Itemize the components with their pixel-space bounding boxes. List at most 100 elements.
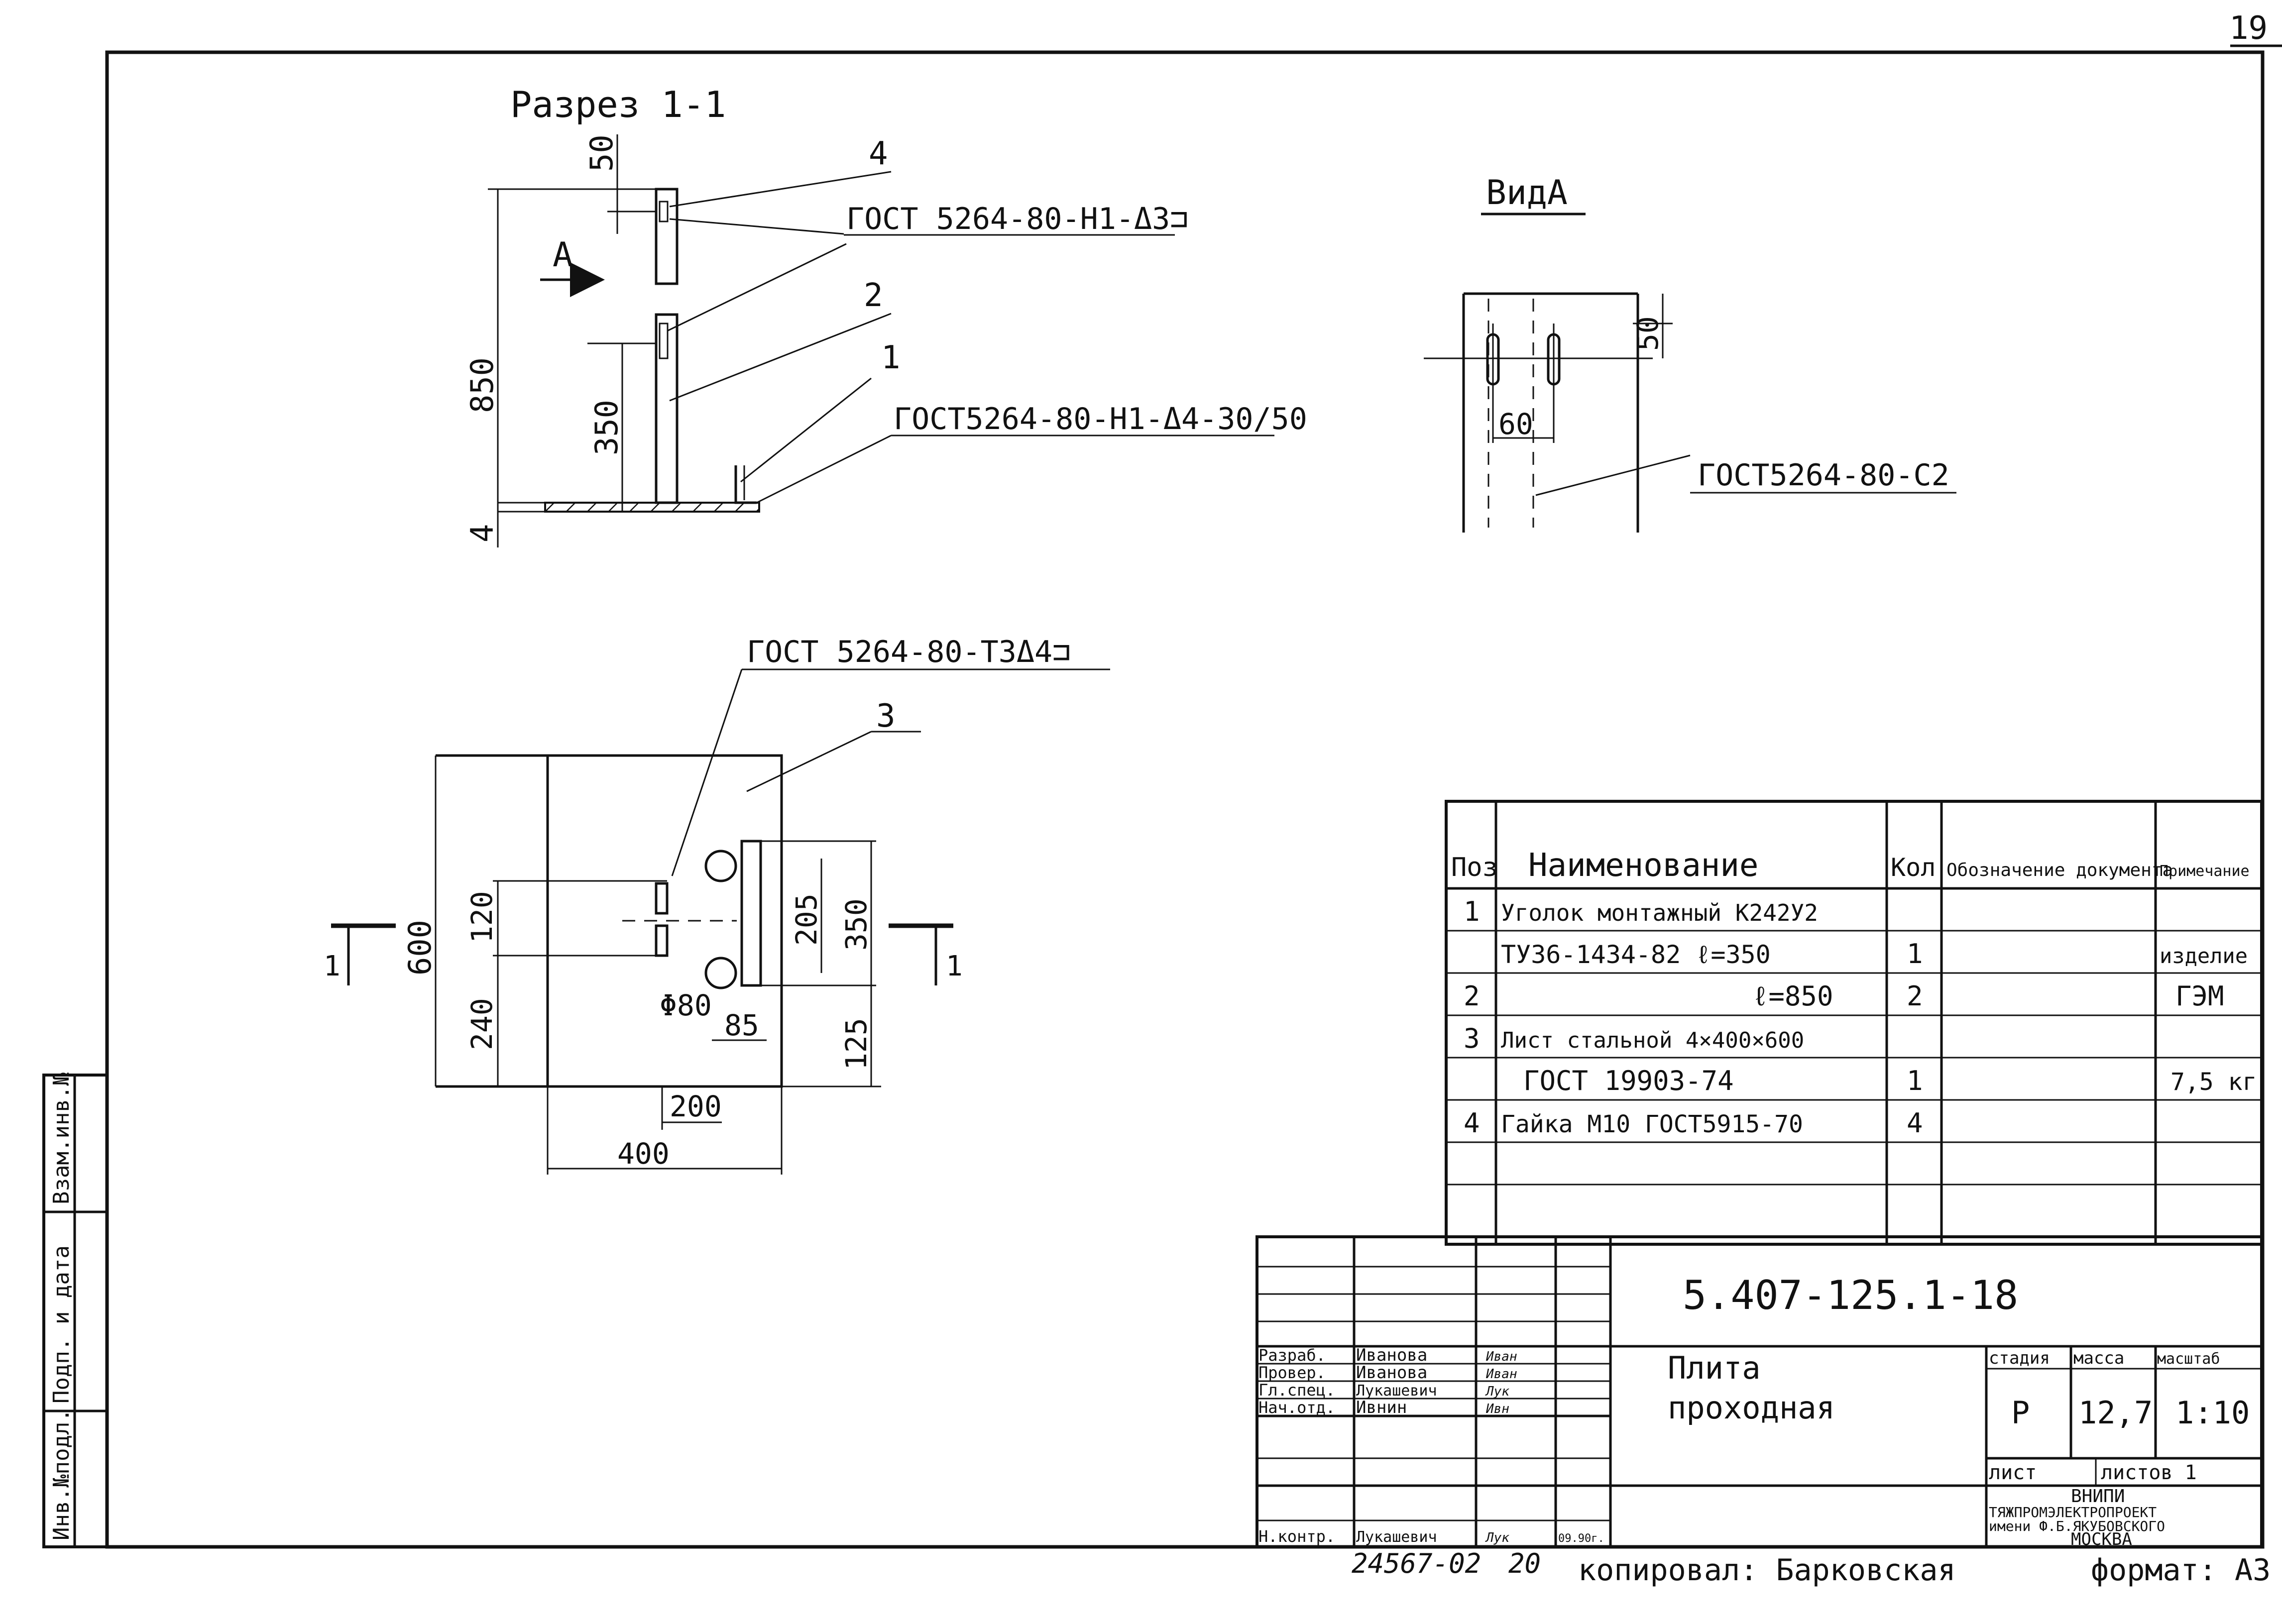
inventory-suffix: 20	[1508, 1548, 1541, 1579]
stamp-podp-data: Подп. и дата	[49, 1245, 74, 1404]
role-2-name: Лукашевич	[1356, 1382, 1437, 1400]
org-line-1: ВНИПИ	[2071, 1486, 2125, 1507]
pos-label-4: 4	[869, 135, 888, 172]
weld-top-label: ГОСТ 5264-80-Н1-Δ3⊐	[846, 202, 1188, 236]
dim-850: 850	[464, 357, 500, 413]
title-block: 5.407-125.1-18 Разраб. Иванова Иван Пров…	[1255, 1235, 2263, 1549]
scale-value: 1:10	[2175, 1395, 2250, 1431]
stamp-inv-podl: Инв.№подл.	[49, 1408, 74, 1540]
spec-cell: 4	[1464, 1107, 1480, 1139]
role-0-name: Иванова	[1356, 1345, 1427, 1365]
format-label: формат: А3	[2091, 1553, 2271, 1588]
doc-name-line1: Плита	[1668, 1350, 1761, 1386]
dim-350: 350	[588, 400, 625, 455]
view-dim-60: 60	[1498, 407, 1533, 441]
spec-header-qty: Кол	[1891, 853, 1936, 882]
spec-cell: 1	[1907, 1065, 1923, 1096]
plan-dim-205: 205	[790, 893, 823, 946]
role-3-sign: Ивн	[1485, 1402, 1509, 1416]
spec-cell: Гайка М10 ГОСТ5915-70	[1501, 1110, 1803, 1138]
weld-mid-label: ГОСТ5264-80-Н1-Δ4-30/50	[894, 402, 1307, 436]
table-row: ТУ36-1434-82 ℓ=350 1 изделие	[1501, 938, 2248, 970]
side-stamp: Инв.№подл. Подп. и дата Взам.инв.№	[42, 1073, 109, 1548]
role-0-sign: Иван	[1485, 1349, 1517, 1364]
role-3-name: Ивнин	[1356, 1398, 1407, 1417]
plan-pos-label-3: 3	[876, 698, 896, 735]
dim-50: 50	[583, 134, 620, 172]
spec-cell: Уголок монтажный К242У2	[1501, 899, 1818, 926]
plan-dim-125: 125	[839, 1018, 873, 1070]
plan-dim-600: 600	[402, 920, 438, 975]
spec-header-doc: Обозначение документа	[1946, 860, 2173, 880]
mass-value: 12,7	[2078, 1395, 2153, 1431]
table-row: ГОСТ 19903-74 1 7,5 кг	[1523, 1065, 2257, 1096]
doc-name-line2: проходная	[1668, 1390, 1835, 1426]
norm-control-role: Н.контр.	[1258, 1527, 1335, 1546]
spec-cell: 2	[1464, 980, 1480, 1012]
spec-cell: ГОСТ 19903-74	[1523, 1065, 1734, 1096]
stage-value: Р	[2011, 1395, 2030, 1431]
view-dim-50: 50	[1631, 316, 1665, 351]
spec-table: Поз Наименование Кол Обозначение докумен…	[1445, 800, 2263, 1246]
page-number: 19	[2229, 10, 2268, 47]
spec-cell: 1	[1907, 938, 1923, 970]
plan-dim-200: 200	[670, 1089, 722, 1123]
stamp-vzam-inv: Взам.инв.№	[49, 1073, 74, 1204]
copied-by: копировал: Барковская	[1578, 1553, 1956, 1588]
sheet-frame	[105, 50, 2265, 1549]
spec-header-pos: Поз	[1451, 853, 1498, 882]
table-row: 2 ℓ=850 2 ГЭМ	[1464, 980, 2224, 1012]
sheets-label: листов 1	[2101, 1461, 2197, 1484]
spec-cell: 7,5 кг	[2170, 1068, 2257, 1096]
org-line-2: ТЯЖПРОМЭЛЕКТРОПРОЕКТ	[1989, 1504, 2157, 1520]
role-1-sign: Иван	[1485, 1367, 1517, 1382]
pos-label-1: 1	[881, 339, 901, 376]
spec-cell: ℓ=850	[1752, 980, 1833, 1012]
view-weld-label: ГОСТ5264-80-С2	[1698, 458, 1949, 493]
plan-dia-80: Φ80	[660, 988, 712, 1022]
role-1-name: Иванова	[1356, 1363, 1427, 1383]
org-line-3: имени Ф.Б.ЯКУБОВСКОГО	[1989, 1518, 2165, 1534]
spec-cell: изделие	[2160, 944, 2248, 968]
spec-header-note: Примечание	[2160, 863, 2250, 880]
view-a: ВидА 50 60 ГОСТ5264-80-С2	[1424, 173, 1956, 533]
doc-designation: 5.407-125.1-18	[1683, 1272, 2018, 1318]
role-2: Гл.спец.	[1258, 1381, 1335, 1400]
cut-label-left: 1	[324, 950, 341, 982]
cut-label-right: 1	[946, 950, 963, 982]
table-row: 3 Лист стальной 4×400×600	[1464, 1023, 1804, 1054]
norm-control-date: 09.90г.	[1558, 1532, 1604, 1545]
plan-dim-350: 350	[839, 898, 873, 951]
plan-weld-label: ГОСТ 5264-80-Т3Δ4⊐	[747, 635, 1070, 669]
role-3: Нач.отд.	[1258, 1398, 1335, 1417]
mass-header: масса	[2073, 1348, 2124, 1368]
role-2-sign: Лук	[1485, 1384, 1509, 1399]
spec-header-name: Наименование	[1528, 847, 1758, 884]
norm-control-sign: Лук	[1485, 1530, 1509, 1545]
spec-cell: 4	[1907, 1107, 1923, 1139]
spec-cell: Лист стальной 4×400×600	[1501, 1028, 1804, 1053]
plan-dim-85: 85	[724, 1008, 759, 1042]
dim-4: 4	[464, 524, 500, 542]
spec-cell: 2	[1907, 980, 1923, 1012]
plan-dim-240: 240	[465, 998, 499, 1050]
scale-header: масштаб	[2157, 1350, 2220, 1368]
norm-control-name: Лукашевич	[1356, 1528, 1437, 1546]
table-row: 1 Уголок монтажный К242У2	[1464, 896, 1818, 927]
view-arrow-label: А	[553, 235, 573, 275]
table-row: 4 Гайка М10 ГОСТ5915-70 4	[1464, 1107, 1923, 1139]
stage-header: стадия	[1989, 1348, 2050, 1368]
spec-cell: 1	[1464, 896, 1480, 927]
plan-dim-400: 400	[617, 1137, 670, 1171]
spec-cell: ТУ36-1434-82 ℓ=350	[1501, 940, 1771, 969]
plan-dim-120: 120	[465, 891, 499, 943]
spec-cell: 3	[1464, 1023, 1480, 1054]
section-view: Разрез 1-1 А 850 50 350 4 4	[464, 84, 1307, 547]
role-0: Разраб.	[1258, 1346, 1326, 1365]
role-1: Провер.	[1258, 1363, 1326, 1382]
inventory-number: 24567-02	[1352, 1548, 1481, 1579]
spec-cell: ГЭМ	[2175, 980, 2224, 1012]
pos-label-2: 2	[864, 277, 883, 314]
org-line-4: МОСКВА	[2071, 1529, 2132, 1549]
